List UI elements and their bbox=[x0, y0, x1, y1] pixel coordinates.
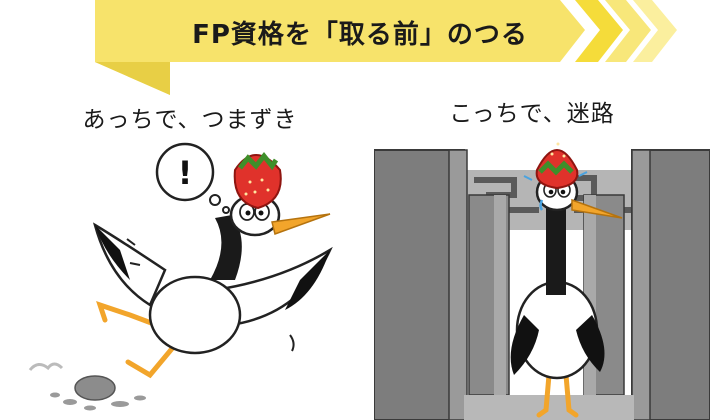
crane-beak bbox=[571, 198, 623, 219]
strawberry-icon bbox=[535, 142, 579, 190]
chevron-2-icon bbox=[605, 0, 651, 62]
crane-neck bbox=[210, 215, 242, 280]
title-banner bbox=[95, 0, 677, 95]
stones bbox=[28, 362, 146, 411]
chevron-3-icon bbox=[633, 0, 677, 62]
chevron-1-icon bbox=[575, 0, 623, 62]
banner-fold bbox=[95, 62, 170, 95]
tripping-crane-scene: ! bbox=[28, 142, 333, 411]
left-caption: あっちで、つまずき bbox=[82, 107, 298, 133]
banner-ribbon bbox=[95, 0, 585, 95]
exclamation-icon: ! bbox=[178, 154, 193, 192]
thought-bubble: ! bbox=[155, 142, 230, 214]
maze-crane-scene bbox=[374, 142, 710, 420]
crane-body bbox=[148, 275, 242, 355]
crane-neck bbox=[546, 200, 566, 295]
strawberry-icon bbox=[233, 151, 282, 210]
crane-beak bbox=[271, 213, 331, 235]
right-caption: こっちで、迷路 bbox=[449, 101, 615, 127]
banner-title: FP資格を「取る前」のつる bbox=[192, 19, 528, 50]
